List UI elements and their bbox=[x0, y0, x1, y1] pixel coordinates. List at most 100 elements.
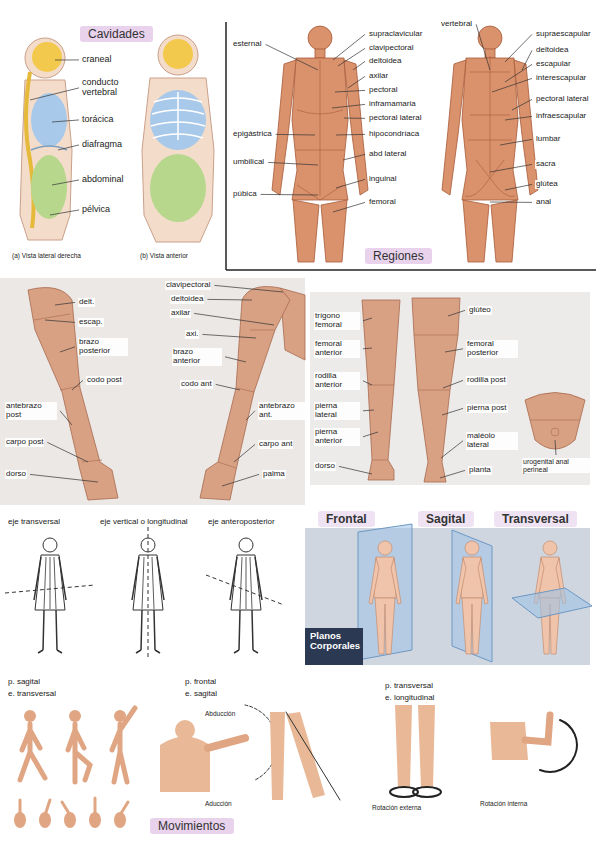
title-text: Movimientos bbox=[158, 819, 226, 833]
leader-line bbox=[50, 210, 79, 215]
part-label: pierna anterior bbox=[314, 428, 360, 446]
leader-line bbox=[363, 318, 372, 321]
part-label: abdominal bbox=[82, 175, 124, 185]
part-label: rodilla post bbox=[466, 376, 507, 385]
part-label: clavipectoral bbox=[368, 44, 414, 53]
part-label: trígono femoral bbox=[314, 312, 360, 330]
part-label: eje vertical o longitudinal bbox=[100, 518, 188, 527]
part-label: deltoidea bbox=[170, 295, 204, 304]
part-label: axi. bbox=[185, 330, 199, 339]
part-label: escap. bbox=[78, 318, 104, 327]
leader-line bbox=[339, 466, 372, 474]
leader-line bbox=[522, 50, 532, 70]
title-text: Cavidades bbox=[88, 27, 145, 41]
part-label: eje transversal bbox=[8, 518, 60, 527]
leader-line bbox=[336, 134, 365, 136]
leader-line bbox=[216, 384, 240, 390]
part-label: Rotación externa bbox=[372, 804, 421, 811]
leader-line bbox=[555, 440, 556, 455]
part-label: antebrazo post bbox=[5, 402, 57, 420]
part-label: escapular bbox=[535, 60, 572, 69]
part-label: craneal bbox=[82, 55, 112, 65]
part-label: Rotación interna bbox=[480, 800, 527, 807]
part-label: supraclavicular bbox=[368, 30, 423, 39]
leader-line bbox=[440, 470, 465, 478]
section-title: Cavidades bbox=[80, 26, 153, 42]
part-label: abd lateral bbox=[368, 150, 407, 159]
part-label: esternal bbox=[232, 40, 262, 49]
part-label: antebrazo ant. bbox=[258, 402, 305, 420]
part-label: anal bbox=[535, 198, 552, 207]
part-label: p. frontal bbox=[185, 678, 216, 687]
part-label: e. transversal bbox=[8, 690, 56, 699]
arm-figures bbox=[28, 287, 305, 501]
part-label: conducto vertebral bbox=[82, 78, 137, 98]
part-label: carpo post bbox=[5, 438, 44, 447]
axis-figures bbox=[5, 527, 284, 657]
section-title: Regiones bbox=[365, 248, 432, 264]
part-label: inframamaria bbox=[368, 100, 417, 109]
part-label: inguinal bbox=[368, 175, 398, 184]
part-label: pierna lateral bbox=[314, 402, 360, 420]
part-label: femoral bbox=[368, 198, 397, 207]
part-label: interescapular bbox=[535, 74, 587, 83]
part-label: glúteo bbox=[468, 306, 492, 315]
leader-line bbox=[207, 299, 252, 301]
part-label: rodilla anterior bbox=[314, 372, 360, 390]
part-label: planta bbox=[468, 466, 492, 475]
part-label: pierna post bbox=[466, 404, 508, 413]
title-text: Sagital bbox=[426, 512, 466, 526]
leader-line bbox=[333, 202, 365, 212]
part-label: Aducción bbox=[205, 800, 232, 807]
section-title: Sagital bbox=[418, 511, 474, 527]
leader-line bbox=[348, 76, 365, 88]
part-label: deltoidea bbox=[535, 46, 569, 55]
leader-line bbox=[336, 179, 365, 188]
part-label: pectoral lateral bbox=[535, 95, 589, 104]
part-label: femoral anterior bbox=[314, 340, 360, 358]
leader-line bbox=[442, 408, 463, 415]
leader-line bbox=[52, 180, 79, 185]
cavities-figure bbox=[20, 35, 214, 242]
leader-line bbox=[363, 432, 378, 437]
title-text: Transversal bbox=[502, 512, 569, 526]
leader-line bbox=[202, 334, 256, 338]
section-title: Frontal bbox=[318, 511, 375, 527]
leader-line bbox=[490, 164, 532, 172]
part-label: clavipectoral bbox=[165, 281, 211, 290]
leader-line bbox=[72, 380, 83, 390]
part-label: delt. bbox=[78, 298, 95, 307]
part-label: codo post bbox=[86, 376, 123, 385]
leader-line bbox=[332, 104, 365, 108]
part-label: dorso bbox=[5, 470, 27, 479]
part-label: Planos Corporales bbox=[309, 631, 363, 652]
part-label: lumbar bbox=[535, 135, 561, 144]
body-regions-front bbox=[272, 26, 368, 262]
leader-line bbox=[505, 184, 532, 190]
leg-figures bbox=[362, 298, 585, 482]
leader-line bbox=[30, 474, 98, 482]
part-label: deltoidea bbox=[368, 57, 402, 66]
part-label: femoral posterior bbox=[466, 340, 518, 358]
part-label: umbilical bbox=[232, 158, 265, 167]
leader-line bbox=[338, 48, 365, 66]
part-label: e. sagital bbox=[185, 690, 217, 699]
part-label: maléolo lateral bbox=[466, 432, 518, 450]
part-label: vertebral bbox=[440, 20, 473, 29]
leader-line bbox=[492, 78, 532, 92]
leader-line bbox=[335, 90, 365, 92]
plane-figures bbox=[305, 524, 592, 665]
title-text: Frontal bbox=[326, 512, 367, 526]
leader-line bbox=[60, 347, 75, 352]
section-title: Transversal bbox=[494, 511, 577, 527]
part-label: e. longitudinal bbox=[385, 694, 434, 703]
leader-line bbox=[234, 444, 255, 462]
part-label: hipocondríaca bbox=[368, 130, 420, 139]
leader-line bbox=[363, 348, 372, 350]
part-label: supraescapular bbox=[535, 30, 592, 39]
title-text: Regiones bbox=[373, 249, 424, 263]
leader-line bbox=[363, 381, 372, 385]
